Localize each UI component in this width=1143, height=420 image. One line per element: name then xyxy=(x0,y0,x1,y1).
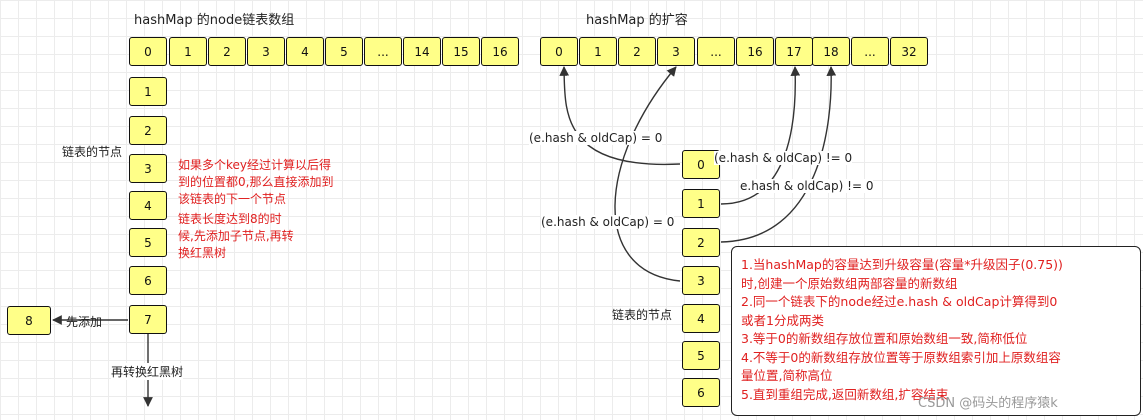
right-chain-node: 6 xyxy=(682,378,720,407)
overflow-node-8: 8 xyxy=(7,306,51,335)
right-chain-node: 3 xyxy=(682,266,720,295)
same-index-note: 如果多个key经过计算以后得 到的位置都0,那么直接添加到 该链表的下一个节点 xyxy=(178,158,334,206)
watermark: CSDN @码头的程序猿k xyxy=(918,396,1058,411)
right-array-cell: 17 xyxy=(775,37,813,66)
right-array-cell: ... xyxy=(851,37,889,66)
arrow-node2-to-index18 xyxy=(720,66,837,243)
left-chain-node: 6 xyxy=(129,266,167,295)
resize-note-line: 4.不等于0的新数组存放位置等于原数组索引加上原数组容 xyxy=(741,349,1061,365)
left-chain-node: 2 xyxy=(129,116,167,145)
left-array-cell: ... xyxy=(364,37,402,66)
condition-eq-zero-label-2: (e.hash & oldCap) = 0 xyxy=(541,215,675,229)
left-array-cell: 4 xyxy=(286,37,324,66)
arrow-node3-to-index3 xyxy=(614,66,681,282)
right-array-cell: 16 xyxy=(736,37,774,66)
length-eight-note: 链表长度达到8的时 候,先添加子节点,再转 换红黑树 xyxy=(178,212,294,260)
resize-note-line: 2.同一个链表下的node经过e.hash & oldCap计算得到0 xyxy=(741,294,1058,309)
condition-eq-zero-label: (e.hash & oldCap) = 0 xyxy=(529,131,663,145)
add-first-label: 先添加 xyxy=(66,315,103,329)
left-chain-node: 3 xyxy=(129,154,167,183)
right-chain-node: 2 xyxy=(682,228,720,257)
right-chain-node: 4 xyxy=(682,304,720,333)
left-array-cell: 2 xyxy=(208,37,246,66)
arrow-node0-to-index0 xyxy=(559,66,681,166)
resize-note-line: 量位置,简称高位 xyxy=(741,368,833,383)
resize-note-line: 3.等于0的新数组存放位置和原始数组一致,简称低位 xyxy=(741,331,1028,346)
right-array-cell: ... xyxy=(697,37,735,66)
left-chain-node: 4 xyxy=(129,191,167,220)
left-chain-node: 5 xyxy=(129,228,167,257)
right-linked-nodes-label: 链表的节点 xyxy=(612,308,673,322)
left-array-cell: 16 xyxy=(481,37,519,66)
resize-note-line: 时,创建一个原始数组两部容量的新数组 xyxy=(741,275,958,291)
left-array-cell: 5 xyxy=(325,37,363,66)
right-array-cell: 2 xyxy=(618,37,656,66)
left-chain-node: 7 xyxy=(129,305,167,334)
left-linked-nodes-label: 链表的节点 xyxy=(62,145,123,159)
right-array-cell: 3 xyxy=(657,37,695,66)
left-array-cell: 15 xyxy=(442,37,480,66)
right-array-cell: 1 xyxy=(579,37,617,66)
right-array-cell: 18 xyxy=(812,37,850,66)
left-array-cell: 3 xyxy=(247,37,285,66)
right-array-cell: 32 xyxy=(890,37,928,66)
condition-neq-zero-label-2: e.hash & oldCap) != 0 xyxy=(740,179,874,193)
left-array-cell: 1 xyxy=(169,37,207,66)
left-chain-node: 1 xyxy=(129,77,167,106)
right-chain-node: 5 xyxy=(682,341,720,370)
condition-neq-zero-label: (e.hash & oldCap) != 0 xyxy=(714,151,853,165)
resize-note-line: 5.直到重组完成,返回新数组,扩容结束 xyxy=(741,386,949,402)
left-array-cell: 14 xyxy=(403,37,441,66)
resize-note-line: 或者1分成两类 xyxy=(741,312,824,328)
left-diagram-title: hashMap 的node链表数组 xyxy=(134,13,295,28)
right-chain-node: 1 xyxy=(682,189,720,218)
right-diagram-title: hashMap 的扩容 xyxy=(586,13,688,28)
convert-tree-label: 再转换红黑树 xyxy=(111,363,184,380)
resize-notes-box: 1.当hashMap的容量达到升级容量(容量*升级因子(0.75)) 时,创建一… xyxy=(731,246,1141,416)
right-array-cell: 0 xyxy=(540,37,578,66)
resize-note-line: 1.当hashMap的容量达到升级容量(容量*升级因子(0.75)) xyxy=(741,257,1063,272)
left-array-cell: 0 xyxy=(129,37,167,66)
